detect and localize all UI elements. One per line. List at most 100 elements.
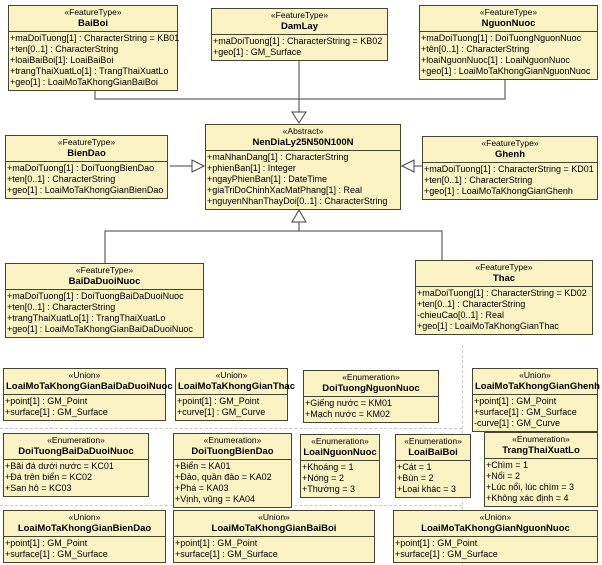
class-BaiDaDuoiNuoc[interactable]: «FeatureType» BaiDaDuoiNuoc +maDoiTuong[…: [5, 263, 204, 338]
attribute-line: +Giếng nước = KM01: [305, 398, 392, 408]
class-name: BaiBoi: [77, 18, 109, 29]
stereotype-label: «Union»: [68, 512, 101, 522]
class-DoiTuongBienDao[interactable]: «Enumeration» DoiTuongBienDao +Biển = KA…: [173, 433, 292, 508]
attribute-line: +geo[1] : LoaiMoTaKhongGianBienDao: [7, 185, 164, 195]
attributes-compartment: +maDoiTuong[1] : CharacterString = KD01+…: [423, 163, 597, 199]
class-Thac[interactable]: «FeatureType» Thac +maDoiTuong[1] : Char…: [415, 260, 593, 335]
attributes-compartment: +maDoiTuong[1] : CharacterString = KB01+…: [9, 32, 179, 90]
attribute-line: +point[1] : GM_Point: [175, 538, 258, 548]
attribute-line: +surface[1] : GM_Surface: [175, 549, 278, 559]
class-name: LoaiMoTaKhongGianThac: [178, 381, 295, 392]
class-header: «Enumeration» TrangThaiXuatLo: [485, 433, 597, 459]
class-NenDiaLy25N50N100N[interactable]: «Abstract» NenDiaLy25N50N100N +maNhanDan…: [205, 124, 401, 210]
class-header: «Union» LoaiMoTaKhongGianBaiBoi: [174, 511, 374, 537]
class-LoaiMoTaKhongGianBaiDaDuoiNuoc[interactable]: «Union» LoaiMoTaKhongGianBaiDaDuoiNuoc +…: [3, 368, 173, 421]
class-header: «FeatureType» BaiBoi: [9, 6, 177, 32]
class-BienDao[interactable]: «FeatureType» BienDao +maDoiTuong[1] : D…: [5, 135, 168, 199]
attribute-line: +trangThaiXuatLo[1] : TrangThaiXuatLo: [10, 66, 169, 76]
attribute-line: +maDoiTuong[1] : DoiTuongBaiDaDuoiNuoc: [7, 291, 184, 301]
class-name: TrangThaiXuatLo: [502, 445, 580, 456]
class-name: LoaiMoTaKhongGianNguonNuoc: [421, 523, 570, 534]
class-LoaiNguonNuoc[interactable]: «Enumeration» LoaiNguonNuoc +Khoáng = 1+…: [300, 434, 380, 498]
class-DoiTuongNguonNuoc[interactable]: «Enumeration» DoiTuongNguonNuoc +Giếng n…: [303, 370, 439, 423]
attributes-compartment: +Chìm = 1+Nổi = 2+Lúc nổi, lúc chìm = 3+…: [485, 459, 597, 506]
attributes-compartment: +maDoiTuong[1] : DoiTuongBienDao+ten[0..…: [6, 162, 167, 198]
attribute-line: +Nóng = 2: [302, 473, 345, 483]
class-name: LoaiMoTaKhongGianBienDao: [17, 523, 152, 534]
class-LoaiMoTaKhongGianThac[interactable]: «Union» LoaiMoTaKhongGianThac +point[1] …: [175, 368, 295, 421]
class-name: BienDao: [67, 148, 106, 159]
attribute-line: +maDoiTuong[1] : CharacterString = KD01: [424, 164, 594, 174]
attribute-line: +San hô = KC03: [5, 483, 72, 493]
class-LoaiMoTaKhongGianBaiBoi[interactable]: «Union» LoaiMoTaKhongGianBaiBoi +point[1…: [173, 510, 375, 563]
class-TrangThaiXuatLo[interactable]: «Enumeration» TrangThaiXuatLo +Chìm = 1+…: [484, 432, 598, 507]
class-name: Thac: [492, 273, 516, 284]
class-name: DamLay: [281, 21, 318, 32]
stereotype-label: «FeatureType»: [57, 137, 116, 147]
attribute-line: +maDoiTuong[1] : DoiTuongNguonNuoc: [421, 33, 582, 43]
attribute-line: +point[1] : GM_Point: [5, 538, 88, 548]
attribute-line: +maNhanDang[1] : CharacterString: [207, 152, 349, 162]
attribute-line: +surface[1] : GM_Surface: [395, 549, 498, 559]
attribute-line: +Khoáng = 1: [302, 462, 354, 472]
attributes-compartment: +Khoáng = 1+Nóng = 2+Thường = 3: [301, 461, 379, 497]
attribute-line: +loaiBaiBoi[1]: LoaiBaiBoi: [10, 55, 114, 65]
class-name: BaiDaDuoiNuoc: [68, 276, 141, 287]
attribute-line: +ngayPhienBan[1] : DateTime: [207, 174, 327, 184]
class-name: LoaiBaiBoi: [408, 447, 458, 458]
attribute-line: +Nổi = 2: [486, 471, 521, 481]
class-header: «Enumeration» LoaiNguonNuoc: [301, 435, 379, 461]
class-name: LoaiNguonNuoc: [303, 447, 377, 458]
attribute-line: +ten[0..1] : CharacterString: [417, 299, 526, 309]
class-Ghenh[interactable]: «FeatureType» Ghenh +maDoiTuong[1] : Cha…: [422, 136, 598, 200]
attribute-line: +surface[1] : GM_Surface: [5, 407, 108, 417]
attributes-compartment: +Cát = 1+Bùn = 2+Loại khác = 3: [396, 461, 470, 497]
attribute-line: +Mạch nước = KM02: [305, 409, 390, 419]
attribute-line: +Thường = 3: [302, 484, 355, 494]
generalization-arrowhead-bottom: [291, 209, 307, 223]
class-LoaiMoTaKhongGianNguonNuoc[interactable]: «Union» LoaiMoTaKhongGianNguonNuoc +poin…: [393, 510, 598, 563]
generalization-baidaduoinuoc-thac-to-nendialy: [104, 222, 443, 263]
generalization-arrowhead-right: [400, 159, 415, 173]
generalization-arrowhead-top: [291, 111, 307, 124]
page-boundary-line: [0, 428, 462, 429]
class-DamLay[interactable]: «FeatureType» DamLay +maDoiTuong[1] : Ch…: [211, 8, 388, 61]
attribute-line: +maDoiTuong[1] : DoiTuongBienDao: [7, 163, 155, 173]
stereotype-label: «Union»: [68, 370, 101, 380]
class-LoaiMoTaKhongGianBienDao[interactable]: «Union» LoaiMoTaKhongGianBienDao +point[…: [3, 510, 166, 563]
attributes-compartment: +point[1] : GM_Point+surface[1] : GM_Sur…: [4, 395, 165, 420]
attribute-line: +surface[1] : GM_Surface: [474, 407, 577, 417]
class-header: «FeatureType» Thac: [416, 261, 592, 287]
class-name: Ghenh: [494, 149, 526, 160]
stereotype-label: «FeatureType»: [64, 7, 122, 17]
attribute-line: -curve[1] : GM_Curve: [474, 418, 561, 428]
stereotype-label: «Enumeration»: [342, 372, 400, 382]
class-DoiTuongBaiDaDuoiNuoc[interactable]: «Enumeration» DoiTuongBaiDaDuoiNuoc +Bãi…: [3, 433, 149, 497]
generalization-nguonnuoc-to-nendialy: [299, 79, 506, 100]
class-header: «Enumeration» DoiTuongBaiDaDuoiNuoc: [4, 434, 148, 460]
attributes-compartment: +maDoiTuong[1] : CharacterString = KB02+…: [212, 35, 387, 60]
class-LoaiBaiBoi[interactable]: «Enumeration» LoaiBaiBoi +Cát = 1+Bùn = …: [395, 434, 471, 498]
class-name: LoaiMoTaKhongGianGhenh: [475, 381, 600, 392]
attributes-compartment: +Giếng nước = KM01+Mạch nước = KM02: [304, 397, 438, 422]
attributes-compartment: +maDoiTuong[1] : CharacterString = KD02+…: [416, 287, 592, 334]
class-LoaiMoTaKhongGianGhenh[interactable]: «Union» LoaiMoTaKhongGianGhenh +point[1]…: [472, 368, 600, 432]
stereotype-label: «Enumeration»: [47, 435, 105, 445]
class-NguonNuoc[interactable]: «FeatureType» NguonNuoc +maDoiTuong[1] :…: [419, 5, 598, 80]
attribute-line: +surface[1] : GM_Surface: [5, 549, 108, 559]
stereotype-label: «Enumeration»: [512, 434, 570, 444]
class-header: «Union» LoaiMoTaKhongGianGhenh: [473, 369, 600, 395]
attribute-line: +point[1] : GM_Point: [177, 396, 260, 406]
stereotype-label: «FeatureType»: [481, 138, 539, 148]
class-BaiBoi[interactable]: «FeatureType» BaiBoi +maDoiTuong[1] : Ch…: [8, 5, 179, 91]
attribute-line: +point[1] : GM_Point: [5, 396, 88, 406]
class-name: DoiTuongBienDao: [191, 446, 274, 457]
class-header: «Enumeration» LoaiBaiBoi: [396, 435, 470, 461]
class-header: «Union» LoaiMoTaKhongGianBienDao: [4, 511, 165, 537]
class-header: «FeatureType» BaiDaDuoiNuoc: [6, 264, 203, 290]
attribute-line: +Bãi đá dưới nước = KC01: [5, 461, 114, 471]
attribute-line: +Đảo, quần đảo = KA02: [175, 472, 272, 482]
attribute-line: +Không xác định = 4: [486, 493, 569, 503]
stereotype-label: «FeatureType»: [75, 265, 134, 275]
attribute-line: +curve[1] : GM_Curve: [177, 407, 266, 417]
